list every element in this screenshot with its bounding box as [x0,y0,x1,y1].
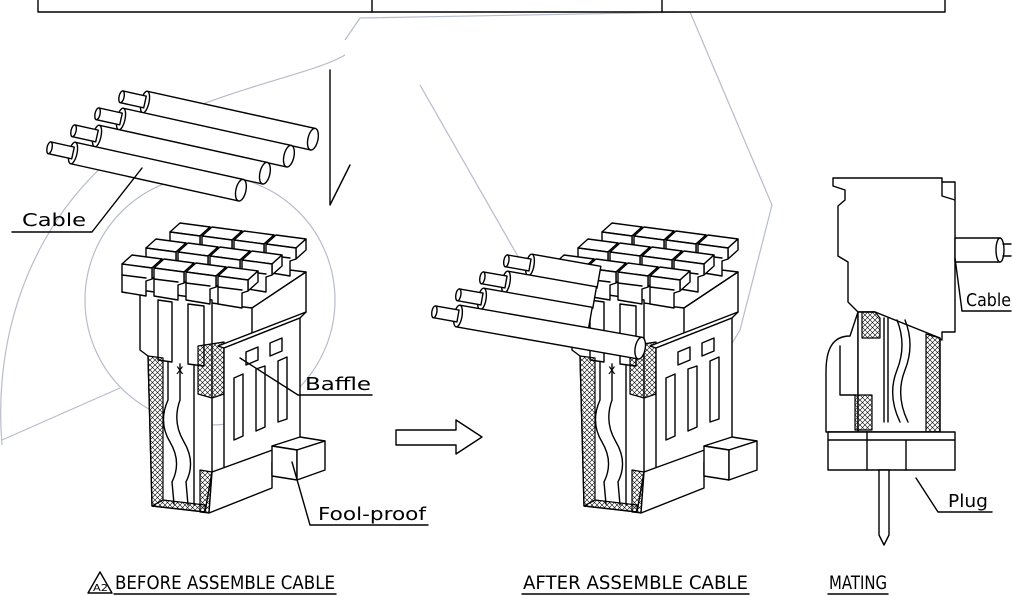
cable-conductor-end [94,107,102,121]
cable-end [234,178,248,202]
cable-end [282,144,296,168]
mating-cable-end [995,237,1005,263]
watermark-stroke [344,11,773,373]
cable [46,141,248,202]
cable [94,107,296,168]
leader-line [915,477,993,513]
revision-triangle-icon [87,571,113,594]
cable [454,287,593,330]
cable [118,90,320,151]
label-text: Plug [948,491,988,512]
insertion-arrow [329,69,351,206]
cable-end [258,161,272,185]
plug-base-edge [827,431,956,471]
label-baffle: Baffle [239,357,373,396]
label-plug: Plug [915,477,993,513]
caption-text: MATING [829,572,887,594]
leader-line [291,461,429,526]
plug-inner-edge [839,345,856,396]
caption-text: AFTER ASSEMBLE CABLE [523,572,748,594]
leader-line [239,357,373,396]
cables-after [430,253,647,360]
cable-conductor-end [454,288,462,302]
revision-mark: A2 [93,583,108,594]
cable-conductor-end [70,124,78,138]
process-arrow-icon [395,419,483,455]
terminal-contact [883,317,889,423]
hatched-section [854,394,873,431]
title-block-row [37,0,946,13]
caption-mating: MATING [827,572,889,595]
plug-outer-housing [825,311,859,433]
label-text: Cable [22,210,86,231]
terminal-contact [892,319,903,423]
cable-conductor-end [478,271,486,285]
mating-view [825,177,1012,546]
watermark-stroke [1,387,121,441]
cable [502,253,602,289]
mating-cable-conductor [1002,243,1012,257]
label-text: Cable [966,290,1011,311]
cable-end [306,127,320,151]
leader-line [11,167,143,233]
plug-pin [878,469,890,546]
cable-conductor-end [118,90,126,104]
cable-conductor-end [502,254,510,268]
cable [478,270,598,310]
title-block-border [37,0,946,13]
leader-line [954,257,1012,312]
caption-text: BEFORE ASSEMBLE CABLE [115,572,335,594]
cables-before [46,90,320,202]
mating-cable [954,237,1001,263]
hatched-section [925,333,941,433]
label-cable-right: Cable [954,257,1012,312]
receptacle-housing [832,177,956,341]
plug-base [827,431,956,471]
cable [70,124,272,185]
hatched-section [861,311,881,339]
label-text: Baffle [305,374,371,395]
caption-before: A2 BEFORE ASSEMBLE CABLE [87,571,337,595]
label-text: Fool-proof [318,504,427,525]
housing-tab [941,181,956,201]
cable-conductor-end [46,141,54,155]
cable-end [634,336,647,360]
label-cable-left: Cable [11,167,143,233]
label-fool-proof: Fool-proof [291,461,429,526]
terminal-contact [900,319,911,423]
cable-conductor-end [430,305,438,319]
cable [430,304,647,360]
caption-after: AFTER ASSEMBLE CABLE [521,572,750,595]
